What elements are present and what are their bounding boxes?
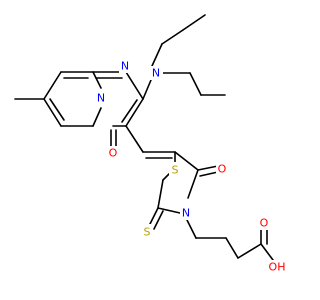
bond: [92, 71, 102, 89]
bond: [92, 107, 102, 127]
atom-n-dipropyl: N: [149, 66, 163, 80]
atom-symbol: N: [121, 60, 129, 73]
atom-n-ring-bridge: N: [96, 91, 108, 105]
atom-o-pyrimidinone: O: [107, 146, 120, 160]
bond: [125, 71, 144, 100]
atom-s-ring: S: [169, 162, 181, 177]
bond: [142, 79, 152, 100]
atom-n-ring-top: N: [119, 60, 131, 73]
bond: [125, 98, 144, 127]
bond: [197, 165, 219, 171]
bond: [199, 171, 219, 177]
bond: [189, 72, 202, 96]
atom-symbol: O: [218, 163, 227, 176]
bond: [260, 243, 274, 261]
molecule-structure-diagram: N N N N O O S S: [14, 14, 288, 274]
bond: [49, 98, 65, 121]
bond: [161, 29, 184, 45]
atom-o-carbonyl-acid: O: [258, 216, 271, 230]
atom-symbol: N: [182, 207, 190, 220]
bond: [174, 151, 199, 171]
atom-s-thioxo: S: [141, 224, 153, 239]
atom-oh-acid: OH: [266, 260, 288, 274]
bond: [43, 71, 62, 100]
bonds: [14, 14, 274, 261]
bond: [148, 207, 159, 227]
bond: [121, 99, 138, 123]
atom-symbol: S: [144, 226, 151, 239]
bond: [182, 14, 206, 31]
atom-symbol: O: [109, 147, 118, 160]
bond: [151, 43, 163, 67]
atom-symbol: O: [260, 217, 269, 230]
atom-symbol: S: [172, 164, 179, 177]
atom-symbol: OH: [269, 261, 286, 274]
bond: [157, 179, 164, 209]
bond: [186, 219, 197, 239]
bond: [125, 125, 144, 153]
atom-symbol: N: [152, 67, 160, 80]
bond: [153, 210, 164, 230]
atom-o-thiazolidinone: O: [216, 162, 229, 176]
atom-symbol: N: [97, 92, 105, 105]
atom-n-thiazolidine: N: [180, 206, 193, 220]
bond: [237, 243, 262, 259]
bond: [43, 98, 62, 127]
bond: [157, 207, 181, 214]
bond: [225, 237, 239, 259]
atom-labels: N N N N O O S S: [96, 60, 288, 274]
bond: [187, 169, 199, 199]
